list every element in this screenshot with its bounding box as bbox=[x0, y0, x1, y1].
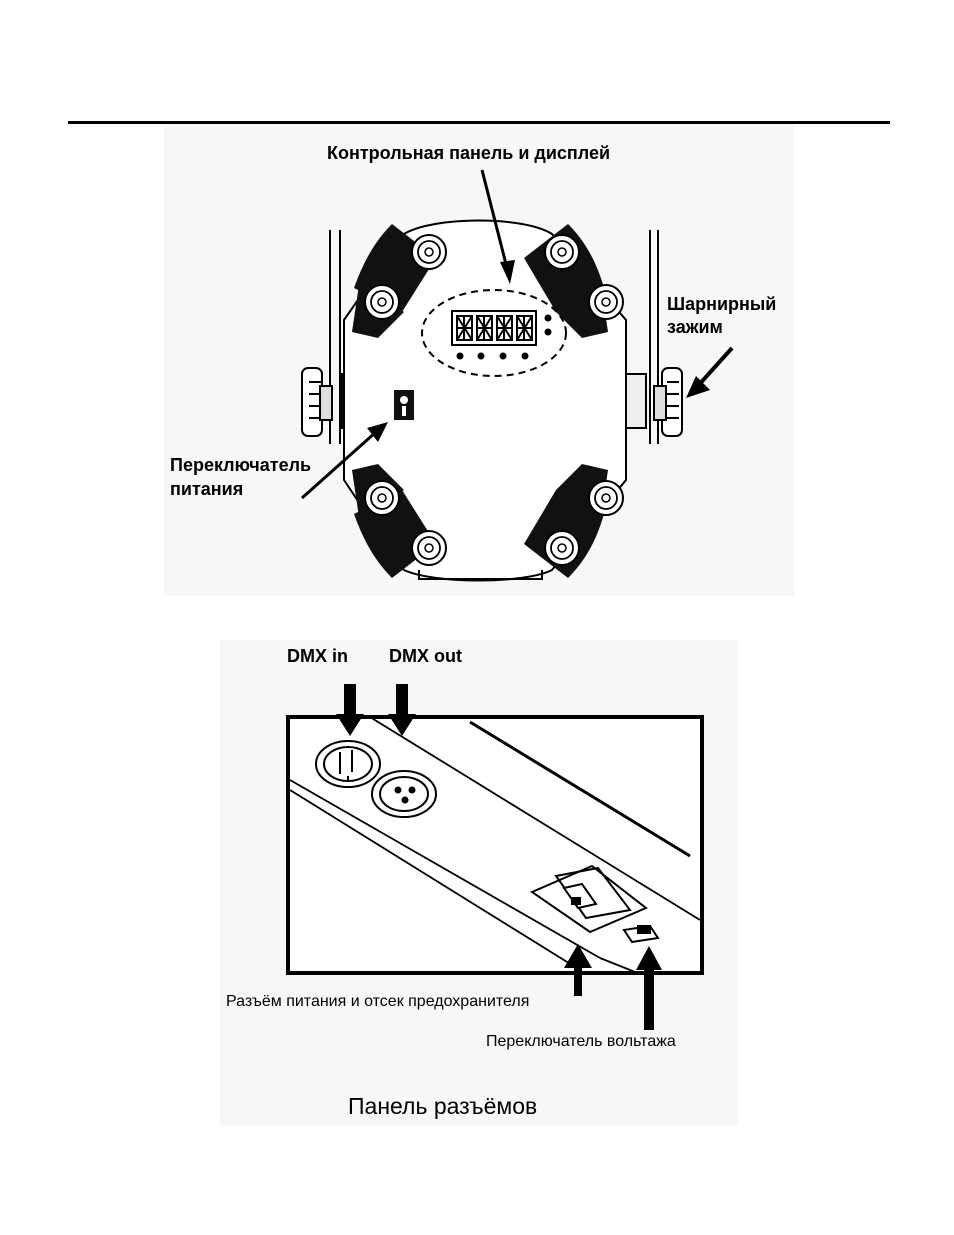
arrow-voltage-switch bbox=[636, 946, 662, 1030]
voltage-switch bbox=[622, 924, 660, 944]
label-dmx-in: DMX in bbox=[287, 646, 348, 666]
arrow-power-switch bbox=[301, 422, 388, 500]
arrow-power-inlet bbox=[564, 944, 592, 996]
label-hinge-clamp-line2: зажим bbox=[667, 317, 723, 337]
hinge-clamp-right bbox=[653, 367, 683, 437]
label-power-switch-line1: Переключатель bbox=[170, 455, 312, 475]
label-dmx-out: DMX out bbox=[389, 646, 462, 666]
display-highlight bbox=[421, 289, 567, 377]
segment-display bbox=[451, 310, 537, 346]
header-rule bbox=[68, 121, 890, 124]
display-leds bbox=[544, 314, 552, 336]
label-hinge-clamp-line1: Шарнирный bbox=[667, 294, 777, 314]
arrow-hinge-clamp bbox=[686, 346, 734, 398]
dmx-out-connector bbox=[371, 770, 437, 818]
fixture-front-diagram bbox=[164, 124, 794, 596]
label-control-panel: Контрольная панель и дисплей bbox=[327, 143, 611, 163]
label-power-connector: Разъём питания и отсек предохранителя bbox=[226, 993, 530, 1010]
arrow-dmx-in bbox=[336, 684, 364, 736]
power-switch bbox=[394, 390, 414, 420]
figure-caption: Панель разъёмов bbox=[348, 1093, 538, 1119]
power-inlet-fuse bbox=[529, 864, 648, 934]
connector-panel-diagram bbox=[220, 640, 738, 1126]
arrow-dmx-out bbox=[388, 684, 416, 736]
label-voltage-switch: Переключатель вольтажа bbox=[486, 1033, 676, 1050]
panel-top-edge bbox=[469, 720, 691, 858]
label-power-switch-line2: питания bbox=[170, 479, 244, 499]
arrow-control-panel bbox=[480, 169, 515, 284]
hinge-clamp-left bbox=[301, 367, 333, 437]
dmx-in-connector bbox=[315, 740, 381, 788]
panel-edges bbox=[289, 716, 701, 975]
control-buttons bbox=[456, 352, 529, 360]
